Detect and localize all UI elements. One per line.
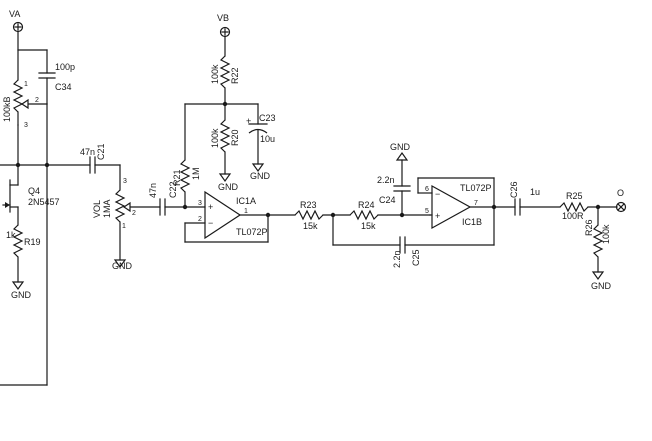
c25-ref: C25 (411, 249, 421, 266)
c24-ref: C24 (379, 195, 396, 205)
r25-ref: R25 (566, 191, 583, 201)
ic1b-sign-p: + (435, 211, 440, 221)
vol-value: 1MA (102, 199, 112, 218)
r19-ref: R19 (24, 237, 41, 247)
r23-value: 15k (303, 221, 318, 231)
gnd-label: GND (591, 281, 612, 291)
ic1a-sign-p: + (208, 202, 213, 212)
c21-capacitor: 47n C21 (80, 143, 121, 191)
c26-capacitor: C26 1u (509, 181, 561, 216)
r26-ref: R26 (584, 219, 594, 236)
r21-ref: R21 (172, 169, 182, 186)
gnd-symbol: GND (218, 173, 239, 192)
output-terminal: O (615, 188, 627, 213)
pot-a-pin1: 1 (24, 81, 28, 88)
gnd-symbol: GND (591, 271, 612, 291)
ic1a-pin2: 2 (198, 216, 202, 223)
output-label: O (617, 188, 624, 198)
gnd-symbol: GND (112, 259, 133, 271)
r21-value: 1M (191, 167, 201, 180)
gnd-label: GND (390, 142, 411, 152)
vb-label: VB (217, 13, 229, 23)
r23-resistor: R23 15k (294, 200, 351, 231)
ic1b-pin6: 6 (425, 186, 429, 193)
r24-value: 15k (361, 221, 376, 231)
c34-capacitor: 100p C34 (38, 62, 75, 105)
gnd-symbol: GND (250, 163, 271, 181)
gnd-label: GND (11, 290, 32, 300)
c21-value: 47n (80, 147, 95, 157)
r24-ref: R24 (358, 200, 375, 210)
c22-ref: C22 (168, 181, 178, 198)
c23-value: 10u (260, 134, 275, 144)
c24-capacitor: 2.2n C24 (377, 159, 411, 216)
pot-a-pin2: 2 (35, 97, 39, 104)
ic1a-ref: IC1A (236, 196, 256, 206)
vol-pin2: 2 (132, 210, 136, 217)
ic1a-opamp: + − 3 2 1 IC1A TL072P (184, 190, 296, 243)
c25-capacitor: 2.2n C25 (392, 236, 495, 268)
r23-ref: R23 (300, 200, 317, 210)
va-label: VA (9, 9, 20, 19)
gnd-label: GND (218, 182, 239, 192)
vol-ref: VOL (92, 200, 102, 218)
ic1a-pin1: 1 (244, 208, 248, 215)
junction (491, 204, 497, 210)
pot-100kb: 1 2 3 100kB (2, 79, 48, 129)
c21-ref: C21 (96, 143, 106, 160)
q4-transistor: Q4 2N5457 (2, 164, 60, 226)
c23-polarity: + (246, 116, 251, 126)
r19-value: 1k (6, 230, 16, 240)
r26-resistor: R26 100k (584, 206, 611, 273)
ic1b-ref: IC1B (462, 217, 482, 227)
q4-ref: Q4 (28, 186, 40, 196)
r20-resistor: 100k R20 (210, 119, 240, 175)
r22-ref: R22 (230, 67, 240, 84)
c26-ref: C26 (509, 181, 519, 198)
vb-supply: VB (217, 13, 231, 38)
gnd-label: GND (250, 171, 271, 181)
gnd-label: GND (112, 261, 133, 271)
c22-value: 47n (148, 183, 158, 198)
r22-value: 100k (210, 64, 220, 84)
c22-capacitor: 47n C22 (148, 181, 186, 216)
gnd-symbol: GND (390, 142, 411, 161)
r25-resistor: R25 100R (559, 191, 618, 221)
ic1b-pin5: 5 (425, 208, 429, 215)
ic1a-sign-n: − (208, 218, 213, 228)
ic1b-pin7: 7 (474, 200, 478, 207)
vol-pin3: 3 (123, 178, 127, 185)
r25-value: 100R (562, 211, 584, 221)
vol-potentiometer: 3 2 1 VOL 1MA (92, 178, 161, 261)
r19-resistor: 1k R19 (6, 224, 41, 283)
ic1b-opamp: − + 6 5 7 TL072P IC1B (417, 177, 516, 246)
pot-a-ref: 100kB (2, 96, 12, 122)
c34-ref: C34 (55, 82, 72, 92)
r20-value: 100k (210, 128, 220, 148)
va-supply: VA (9, 9, 24, 33)
c26-value: 1u (530, 187, 540, 197)
c24-value: 2.2n (377, 175, 395, 185)
junction (265, 212, 271, 218)
gnd-symbol: GND (11, 281, 32, 300)
r26-value: 100k (601, 224, 611, 244)
ic1a-part: TL072P (236, 227, 268, 237)
c25-value: 2.2n (392, 250, 402, 268)
c23-ref: C23 (259, 113, 276, 123)
pot-a-pin3: 3 (24, 122, 28, 129)
c34-value: 100p (55, 62, 75, 72)
c23-capacitor: + C23 10u (246, 113, 276, 165)
r22-resistor: 100k R22 (210, 55, 240, 105)
r21-resistor: R21 1M (172, 159, 201, 208)
ic1a-pin3: 3 (198, 200, 202, 207)
ic1b-sign-n: − (435, 189, 440, 199)
r20-ref: R20 (230, 129, 240, 146)
ic1b-part: TL072P (460, 183, 492, 193)
q4-part: 2N5457 (28, 197, 60, 207)
vol-pin1: 1 (122, 223, 126, 230)
